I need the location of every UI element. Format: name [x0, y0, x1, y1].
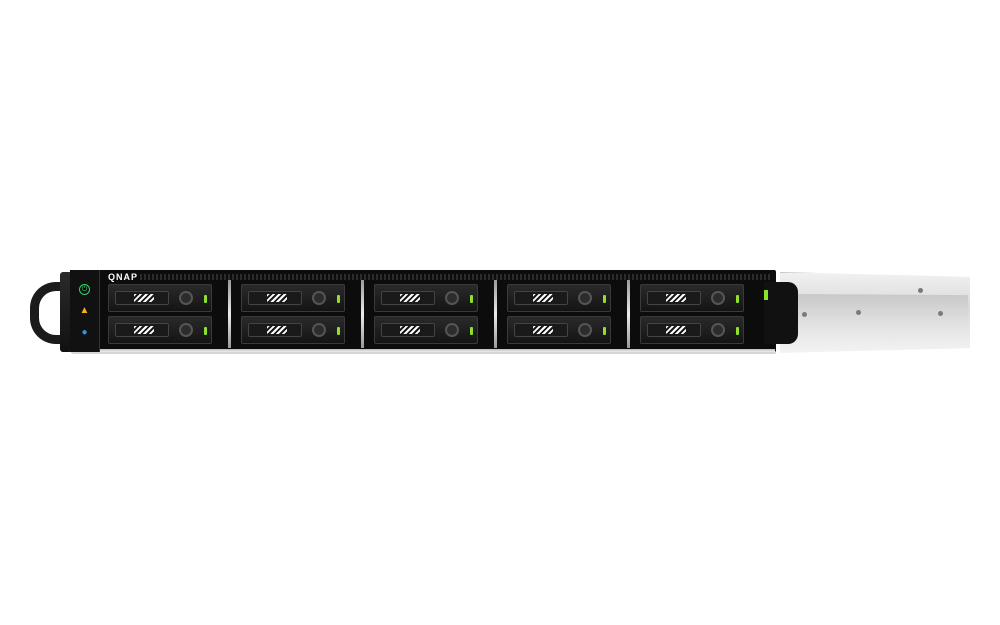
right-rack-ear: [764, 282, 798, 344]
lock-icon[interactable]: [179, 291, 193, 305]
tray-grip[interactable]: [248, 291, 302, 305]
drive-status-led: [603, 295, 606, 303]
bay-separator: [361, 280, 364, 348]
drive-tray[interactable]: [640, 284, 744, 312]
lock-icon[interactable]: [312, 291, 326, 305]
screw: [938, 311, 943, 316]
warning-led-icon: ▲: [79, 305, 90, 317]
drive-tray[interactable]: [640, 316, 744, 344]
latch-icon: [134, 326, 154, 334]
latch-icon: [666, 294, 686, 302]
drive-status-led: [603, 327, 606, 335]
drive-status-led: [337, 295, 340, 303]
left-handle-mount: [60, 272, 72, 352]
lock-icon[interactable]: [578, 323, 592, 337]
tray-grip[interactable]: [647, 291, 701, 305]
lock-icon[interactable]: [711, 323, 725, 337]
lock-icon[interactable]: [312, 323, 326, 337]
tray-grip[interactable]: [115, 291, 169, 305]
front-vent: [140, 274, 770, 280]
drive-tray[interactable]: [374, 284, 478, 312]
latch-icon: [400, 326, 420, 334]
control-panel: ⏻ ▲ ●: [70, 270, 100, 352]
bay-separator: [494, 280, 497, 348]
tray-grip[interactable]: [248, 323, 302, 337]
latch-icon: [134, 294, 154, 302]
tray-grip[interactable]: [381, 323, 435, 337]
tray-grip[interactable]: [115, 323, 169, 337]
drive-tray[interactable]: [108, 284, 212, 312]
drive-tray[interactable]: [241, 316, 345, 344]
latch-icon: [267, 326, 287, 334]
bay-column: [632, 280, 760, 348]
bay-column: [499, 280, 627, 348]
drive-status-led: [204, 295, 207, 303]
drive-tray[interactable]: [507, 284, 611, 312]
tray-grip[interactable]: [514, 323, 568, 337]
lock-icon[interactable]: [445, 323, 459, 337]
tray-grip[interactable]: [514, 291, 568, 305]
chassis-bottom-edge: [95, 349, 775, 352]
latch-icon: [400, 294, 420, 302]
left-rack-handle: [30, 282, 74, 344]
drive-bay-area: [100, 280, 770, 348]
drive-status-led: [470, 295, 473, 303]
drive-tray[interactable]: [241, 284, 345, 312]
screw: [856, 310, 861, 315]
power-button-icon[interactable]: ⏻: [79, 283, 90, 295]
lock-icon[interactable]: [445, 291, 459, 305]
drive-tray[interactable]: [374, 316, 478, 344]
bay-column: [100, 280, 228, 348]
tray-grip[interactable]: [647, 323, 701, 337]
latch-icon: [666, 326, 686, 334]
lock-icon[interactable]: [179, 323, 193, 337]
lock-icon[interactable]: [711, 291, 725, 305]
drive-tray[interactable]: [108, 316, 212, 344]
screw: [802, 312, 807, 317]
tray-grip[interactable]: [381, 291, 435, 305]
drive-status-led: [337, 327, 340, 335]
drive-status-led: [736, 295, 739, 303]
drive-tray[interactable]: [507, 316, 611, 344]
lock-icon[interactable]: [578, 291, 592, 305]
latch-icon: [533, 294, 553, 302]
bay-separator: [627, 280, 630, 348]
screw: [918, 288, 923, 293]
drive-status-led: [204, 327, 207, 335]
bay-separator: [228, 280, 231, 348]
right-ear-led: [764, 290, 768, 300]
latch-icon: [267, 294, 287, 302]
drive-status-led: [470, 327, 473, 335]
brand-logo: QNAP: [108, 272, 139, 282]
bay-column: [366, 280, 494, 348]
latch-icon: [533, 326, 553, 334]
drive-status-led: [736, 327, 739, 335]
bay-column: [233, 280, 361, 348]
identify-led-icon: ●: [81, 327, 88, 339]
